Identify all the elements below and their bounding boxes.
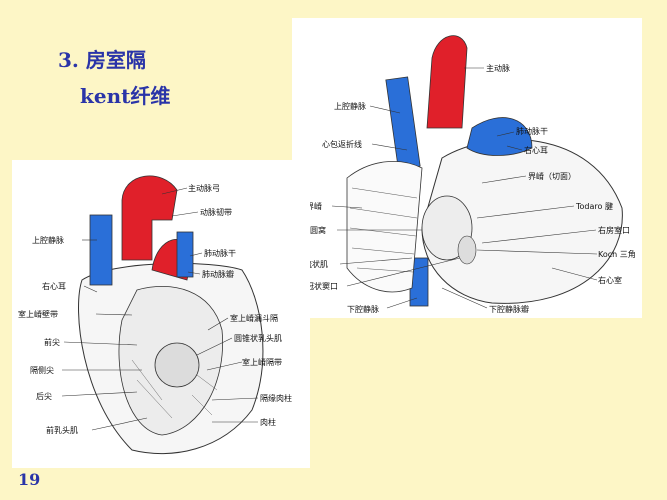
label-pectinate: 梳状肌 <box>304 260 328 269</box>
label-trabeculae: 肉柱 <box>260 418 276 427</box>
label-right-auricle: 右心耳 <box>524 146 548 155</box>
right-heart-illustration <box>331 35 623 309</box>
label-crista-cut: 界嵴（切面） <box>528 172 576 181</box>
label-coronary-sinus: 冠状窦口 <box>306 282 338 291</box>
label-posterior-cusp: 后尖 <box>36 392 52 401</box>
label-septomarginal: 隔缘肉柱 <box>260 394 292 403</box>
right-atrium-figure: 主动脉 上腔静脉 肺动脉干 心包返折线 右心耳 界嵴（切面） 界嵴 Todaro… <box>292 18 642 318</box>
label-pulmonary-trunk: 肺动脉干 <box>516 127 548 136</box>
svc-shape-left <box>89 214 113 286</box>
label-septal-band: 室上嵴隔带 <box>242 358 282 367</box>
label-aorta: 主动脉 <box>486 64 510 73</box>
atrial-wall-flap <box>346 161 423 293</box>
coronary-sinus-shape <box>457 235 477 265</box>
label-fossa-ovalis: 卵圆窝 <box>302 226 326 235</box>
label-conus-papillary: 圆锥状乳头肌 <box>234 334 282 343</box>
label-todaro: Todaro 腱 <box>576 202 613 211</box>
pulmonary-trunk-shape <box>466 117 533 156</box>
label-pulmonary-valve: 肺动脉瓣 <box>202 270 234 279</box>
pectinate-lines <box>349 187 418 273</box>
tricuspid-orifice <box>154 342 200 388</box>
label-right-av-orifice: 右房室口 <box>598 226 630 235</box>
heading-line-2: kent纤维 <box>80 84 171 108</box>
page-number: 19 <box>18 470 41 489</box>
label-svc: 上腔静脉 <box>334 102 366 111</box>
trabeculae-lines <box>131 359 218 419</box>
label-ligamentum: 动脉韧带 <box>200 208 232 217</box>
left-heart-illustration <box>61 175 264 455</box>
label-pulmonary-trunk-left: 肺动脉干 <box>204 249 236 258</box>
label-right-ventricle: 右心室 <box>598 276 622 285</box>
label-right-auricle-left: 右心耳 <box>42 282 66 291</box>
label-aortic-arch: 主动脉弓 <box>188 184 220 193</box>
svc-shape <box>385 76 421 170</box>
heading-line-1: 3. 房室隔 <box>58 48 146 72</box>
label-supraventricular-wall: 室上嵴壁带 <box>18 310 58 319</box>
label-koch: Koch 三角 <box>598 250 636 259</box>
label-pericardial-reflection: 心包返折线 <box>322 140 362 149</box>
label-svc-left: 上腔静脉 <box>32 236 64 245</box>
aortic-arch-shape <box>121 175 178 261</box>
pulmonary-vein-shape <box>176 231 194 278</box>
label-infundibular-septum: 室上嵴漏斗隔 <box>230 314 278 323</box>
label-ivc: 下腔静脉 <box>347 305 379 314</box>
label-anterior-cusp: 前尖 <box>44 338 60 347</box>
leader-lines <box>331 67 598 309</box>
label-ivc-valve: 下腔静脉瓣 <box>489 305 529 314</box>
label-septal-cusp: 隔侧尖 <box>30 366 54 375</box>
leader-lines-left <box>61 187 259 431</box>
right-ventricle-figure: 主动脉弓 动脉韧带 上腔静脉 肺动脉干 肺动脉瓣 右心耳 室上嵴壁带 室上嵴漏斗… <box>12 160 310 468</box>
label-anterior-papillary: 前乳头肌 <box>46 426 78 435</box>
aorta-shape <box>426 35 468 129</box>
label-crista-terminalis: 界嵴 <box>306 202 322 211</box>
